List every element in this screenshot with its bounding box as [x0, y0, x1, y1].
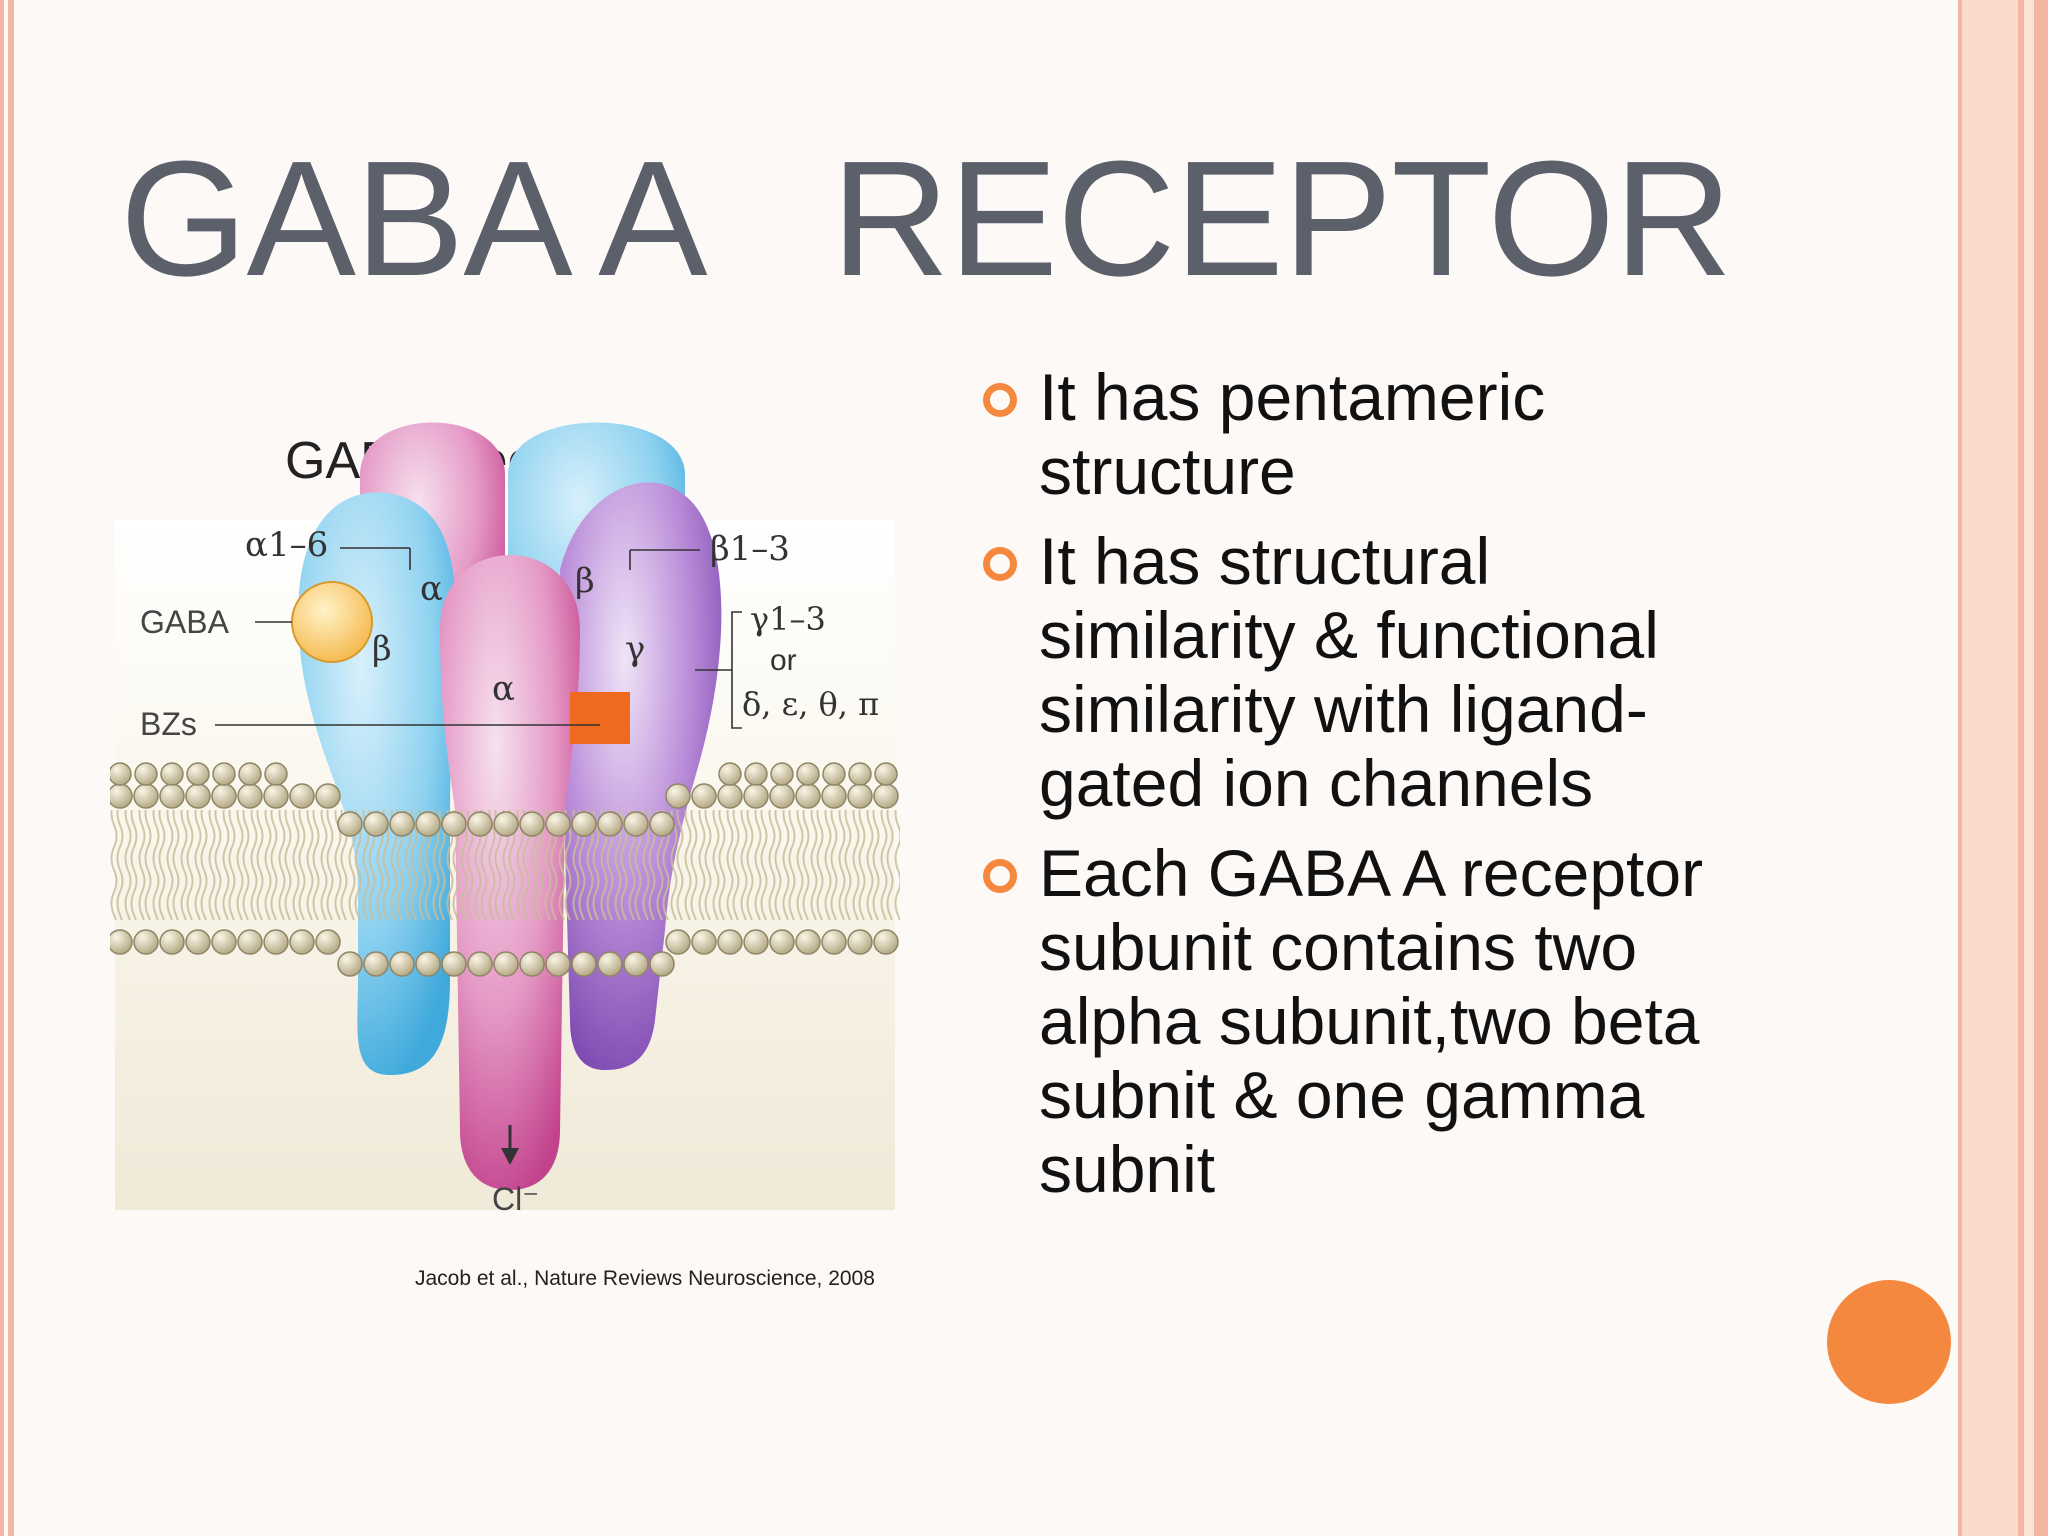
other-subunits-label: δ, ε, θ, π [742, 685, 879, 723]
decorative-orange-circle [1827, 1280, 1951, 1404]
bullet-text: It has structural similarity & functiona… [1039, 524, 1659, 820]
gamma-range-label: γ1–3 [750, 600, 826, 638]
benzodiazepine-binding-site [570, 692, 630, 744]
or-label: or [770, 644, 797, 677]
arrow-down-icon [501, 1125, 519, 1165]
alpha-range-label: α1–6 [245, 525, 328, 565]
gamma-symbol: γ [625, 629, 645, 669]
bullet-ring-icon [983, 547, 1017, 581]
left-border-decoration [0, 0, 14, 1536]
figure-citation: Jacob et al., Nature Reviews Neuroscienc… [415, 1267, 875, 1290]
lipid-bilayer-top [110, 762, 899, 837]
bullet-item: Each GABA A receptor subunit contains tw… [975, 836, 1795, 1206]
slide-title: GABA A RECEPTOR [120, 127, 1732, 310]
bullet-item: It has pentameric structure [975, 360, 1795, 508]
gaba-binding-site [291, 581, 373, 663]
chloride-label: Cl⁻ [492, 1181, 539, 1217]
bullet-text: Each GABA A receptor subunit contains tw… [1039, 836, 1704, 1206]
alpha-back-symbol: α [420, 569, 443, 609]
bullet-ring-icon [983, 859, 1017, 893]
right-border-decoration [1958, 0, 2048, 1536]
beta-back-symbol: β [575, 561, 595, 601]
bullet-list: It has pentameric structure It has struc… [975, 360, 1795, 1222]
alpha-front-symbol: α [492, 669, 515, 709]
bzs-label: BZs [140, 706, 197, 742]
bullet-item: It has structural similarity & functiona… [975, 524, 1795, 820]
beta-front-symbol: β [372, 629, 392, 669]
gaba-label: GABA [140, 604, 230, 640]
lipid-bilayer-bottom [110, 929, 899, 977]
bullet-text: It has pentameric structure [1039, 360, 1546, 508]
bullet-ring-icon [983, 383, 1017, 417]
beta-range-label: β1–3 [710, 529, 790, 569]
